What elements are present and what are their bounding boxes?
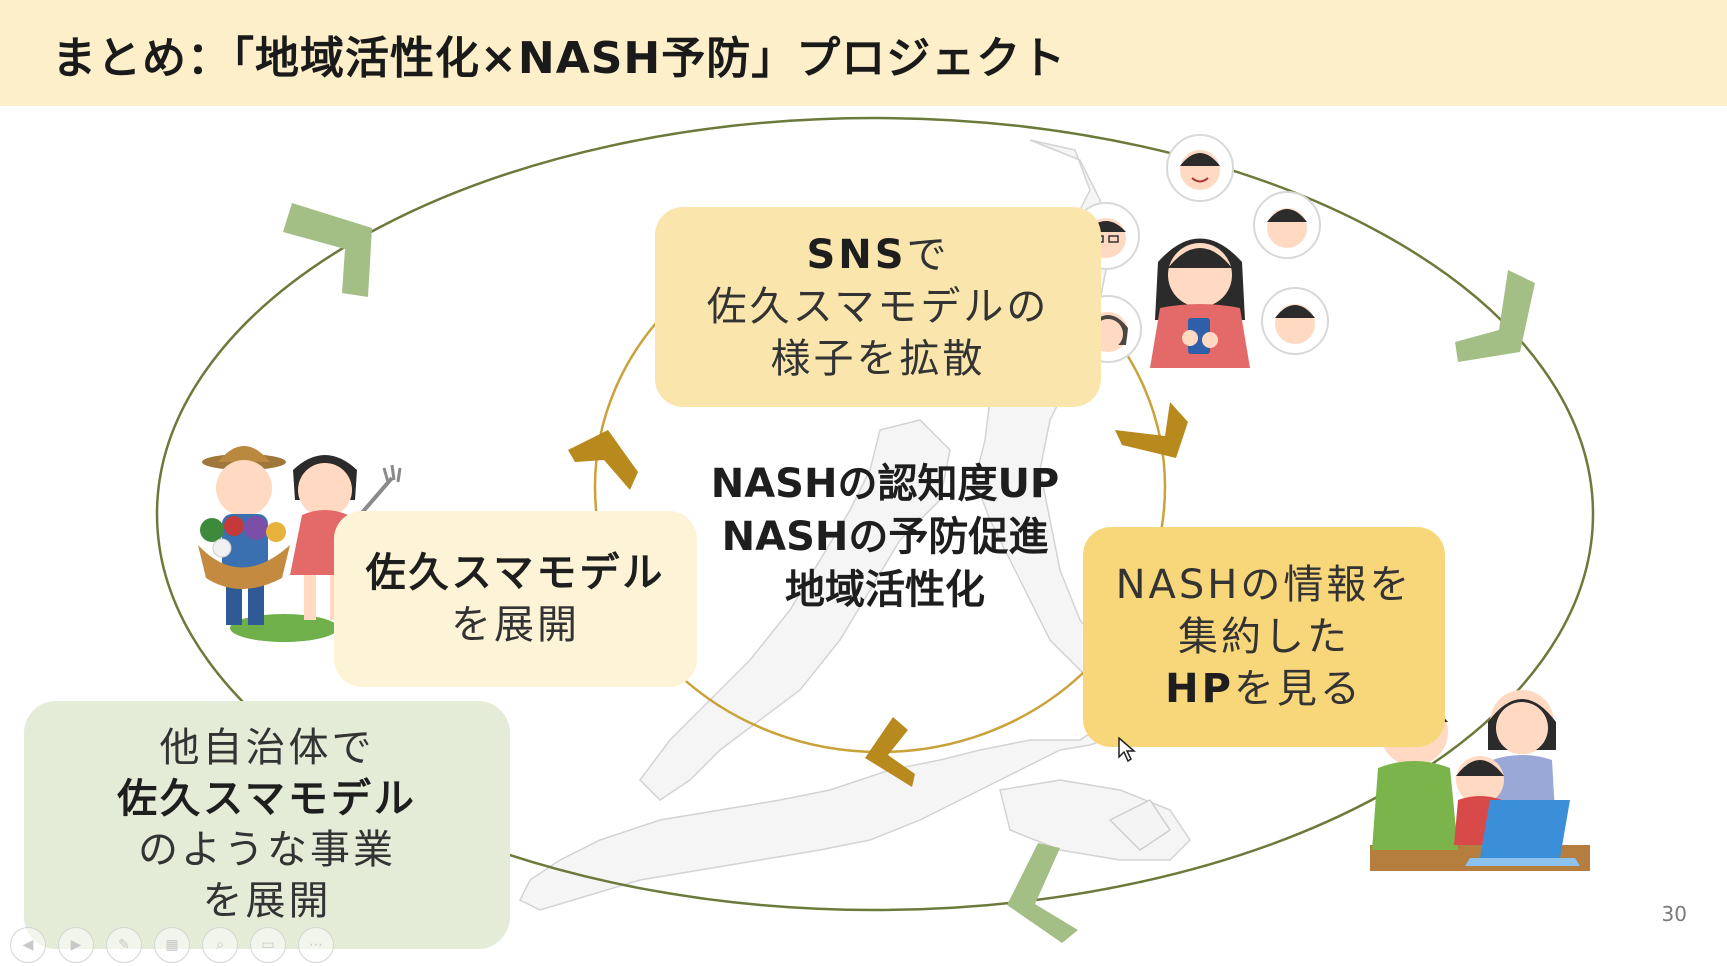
goal-revitalization: 地域活性化	[785, 567, 985, 613]
sns-bold-text: SNS	[806, 232, 907, 278]
other-box-line2: 佐久スマモデル	[117, 776, 417, 822]
hp-rest-text: を見る	[1233, 666, 1363, 712]
hp-bold-text: HP	[1165, 666, 1234, 712]
mouse-cursor-icon	[1118, 737, 1136, 763]
page-number: 30	[1661, 902, 1687, 926]
woman-with-phone	[1150, 238, 1250, 368]
subtitle-icon[interactable]: ▭	[250, 927, 286, 963]
outer-chevron-top-left	[283, 203, 372, 297]
sns-people-illustration	[1072, 134, 1329, 368]
hp-box-line2: 集約した	[1178, 614, 1350, 660]
other-box-line4: を展開	[202, 878, 332, 924]
chat-bubble-face-1	[1166, 134, 1234, 202]
sns-box-line1: SNSで	[806, 229, 949, 281]
center-goals: NASHの認知度UP NASHの予防促進 地域活性化	[650, 458, 1120, 617]
slides-icon[interactable]: ▦	[154, 927, 190, 963]
sns-box-line3: 様子を拡散	[770, 336, 986, 382]
title-bar: まとめ：「地域活性化×NASH予防」プロジェクト	[0, 0, 1727, 106]
hp-box-line1: NASHの情報を	[1115, 562, 1413, 608]
inner-chevron-top-right	[1115, 402, 1188, 458]
zoom-icon[interactable]: ⌕	[202, 927, 238, 963]
sns-suffix-text: で	[906, 232, 950, 278]
pen-icon[interactable]: ✎	[106, 927, 142, 963]
hp-box-line3: HPを見る	[1165, 663, 1363, 715]
deploy-box-line2: を展開	[451, 602, 580, 648]
chat-bubble-face-5	[1261, 287, 1329, 355]
inner-chevron-bottom	[865, 717, 915, 787]
hp-info-box: NASHの情報を 集約した HPを見る	[1083, 527, 1445, 747]
sns-spread-box: SNSで 佐久スマモデルの 様子を拡散	[655, 207, 1101, 407]
slide-title: まとめ：「地域活性化×NASH予防」プロジェクト	[52, 33, 1067, 84]
family-computer-illustration	[1370, 690, 1590, 871]
next-icon[interactable]: ▶	[58, 927, 94, 963]
goal-prevention: NASHの予防促進	[721, 514, 1049, 560]
outer-cycle-ellipse	[155, 116, 1595, 912]
outer-chevron-top-right	[1455, 270, 1535, 362]
other-municipalities-box: 他自治体で 佐久スマモデル のような事業 を展開	[24, 701, 510, 949]
inner-chevron-left	[568, 430, 638, 490]
deploy-box-line1: 佐久スマモデル	[365, 550, 666, 596]
presentation-toolbar: ◀ ▶ ✎ ▦ ⌕ ▭ ⋯	[10, 927, 334, 963]
model-deploy-box: 佐久スマモデル を展開	[334, 511, 697, 687]
outer-chevron-bottom	[1007, 843, 1078, 943]
goal-awareness: NASHの認知度UP	[710, 461, 1060, 507]
more-icon[interactable]: ⋯	[298, 927, 334, 963]
other-box-line1: 他自治体で	[159, 725, 375, 771]
prev-icon[interactable]: ◀	[10, 927, 46, 963]
sns-box-line2: 佐久スマモデルの	[706, 284, 1050, 330]
other-box-line3: のような事業	[138, 827, 396, 873]
chat-bubble-face-3	[1253, 191, 1321, 259]
